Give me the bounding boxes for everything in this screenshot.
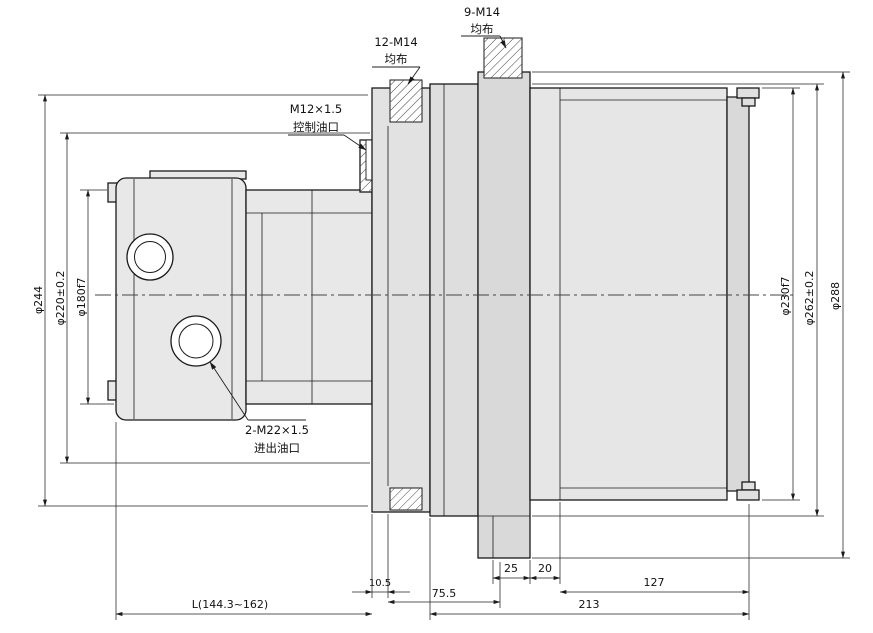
dim-bottom-127: 127 [559, 576, 750, 595]
housing-outline [529, 87, 728, 501]
end-cap-bolt-top [736, 87, 760, 107]
flange1-outline [371, 87, 431, 513]
dim-bottom-20: 20 [529, 562, 561, 581]
callout-12M14-label: 12-M14 [374, 35, 417, 49]
callout-12M14: 12-M14 均布 [372, 35, 421, 85]
flange-large [477, 37, 531, 559]
dim-left-180: φ180f7 [75, 189, 114, 405]
dim-label-213: 213 [579, 598, 600, 611]
housing-detail-lines [559, 88, 727, 500]
dim-bottom-75-5: 75.5 [387, 587, 501, 605]
body-detail-lines [133, 179, 233, 419]
callout-oil-ports: 2-M22×1.5 进出油口 [209, 361, 309, 455]
dim-bottom-L: L(144.3~162) [115, 598, 373, 617]
dim-right-230: φ230f7 [762, 87, 800, 501]
dim-label-288: φ288 [829, 282, 842, 310]
dim-label-230: φ230f7 [779, 276, 792, 315]
dim-right-288: φ288 [532, 71, 850, 559]
bolt-section-12M14-bottom [389, 487, 423, 511]
port-upper [126, 233, 174, 281]
bolt-section-12M14 [389, 79, 423, 123]
dim-left-244: φ244 [32, 94, 368, 507]
callout-control-port-sub: 控制油口 [293, 120, 339, 134]
spigot-neck [245, 189, 373, 405]
end-cap [726, 96, 750, 492]
dim-label-262: φ262±0.2 [803, 271, 816, 326]
dim-label-127: 127 [644, 576, 665, 589]
housing [529, 87, 760, 501]
dim-label-220: φ220±0.2 [54, 271, 67, 326]
flange-2 [429, 83, 479, 517]
dim-label-10-5: 10.5 [369, 578, 391, 589]
callout-9M14: 9-M14 均布 [461, 5, 507, 49]
dim-left-220: φ220±0.2 [54, 132, 370, 464]
dim-label-180: φ180f7 [75, 277, 88, 316]
neck-detail-lines [246, 190, 372, 404]
dim-bottom-25: 25 [492, 562, 531, 581]
callout-9M14-label: 9-M14 [464, 5, 500, 19]
bolt-section-9M14 [483, 37, 523, 79]
callout-oil-ports-label: 2-M22×1.5 [245, 423, 309, 437]
callout-control-port: M12×1.5 控制油口 [288, 102, 367, 151]
dim-right-262: φ262±0.2 [532, 83, 824, 517]
callout-control-port-label: M12×1.5 [290, 102, 342, 116]
dim-bottom-213: 213 [429, 598, 750, 617]
port-lower [170, 315, 222, 367]
flange-large-outline [477, 71, 531, 559]
dim-bottom-10-5: 10.5 [352, 578, 410, 595]
dim-label-20: 20 [538, 562, 552, 575]
flange-1 [371, 79, 431, 513]
callout-oil-ports-sub: 进出油口 [254, 441, 300, 455]
motor-body [107, 170, 247, 421]
dim-label-25: 25 [504, 562, 518, 575]
callout-12M14-sub: 均布 [385, 52, 408, 66]
end-cap-bolt-bottom [736, 481, 760, 501]
body-outline [115, 177, 247, 421]
flange2-outline [429, 83, 479, 517]
dim-label-244: φ244 [32, 286, 45, 314]
neck-outline [245, 189, 373, 405]
dim-label-L: L(144.3~162) [192, 598, 268, 611]
dim-label-75-5: 75.5 [432, 587, 457, 600]
callout-9M14-sub: 均布 [471, 22, 494, 36]
